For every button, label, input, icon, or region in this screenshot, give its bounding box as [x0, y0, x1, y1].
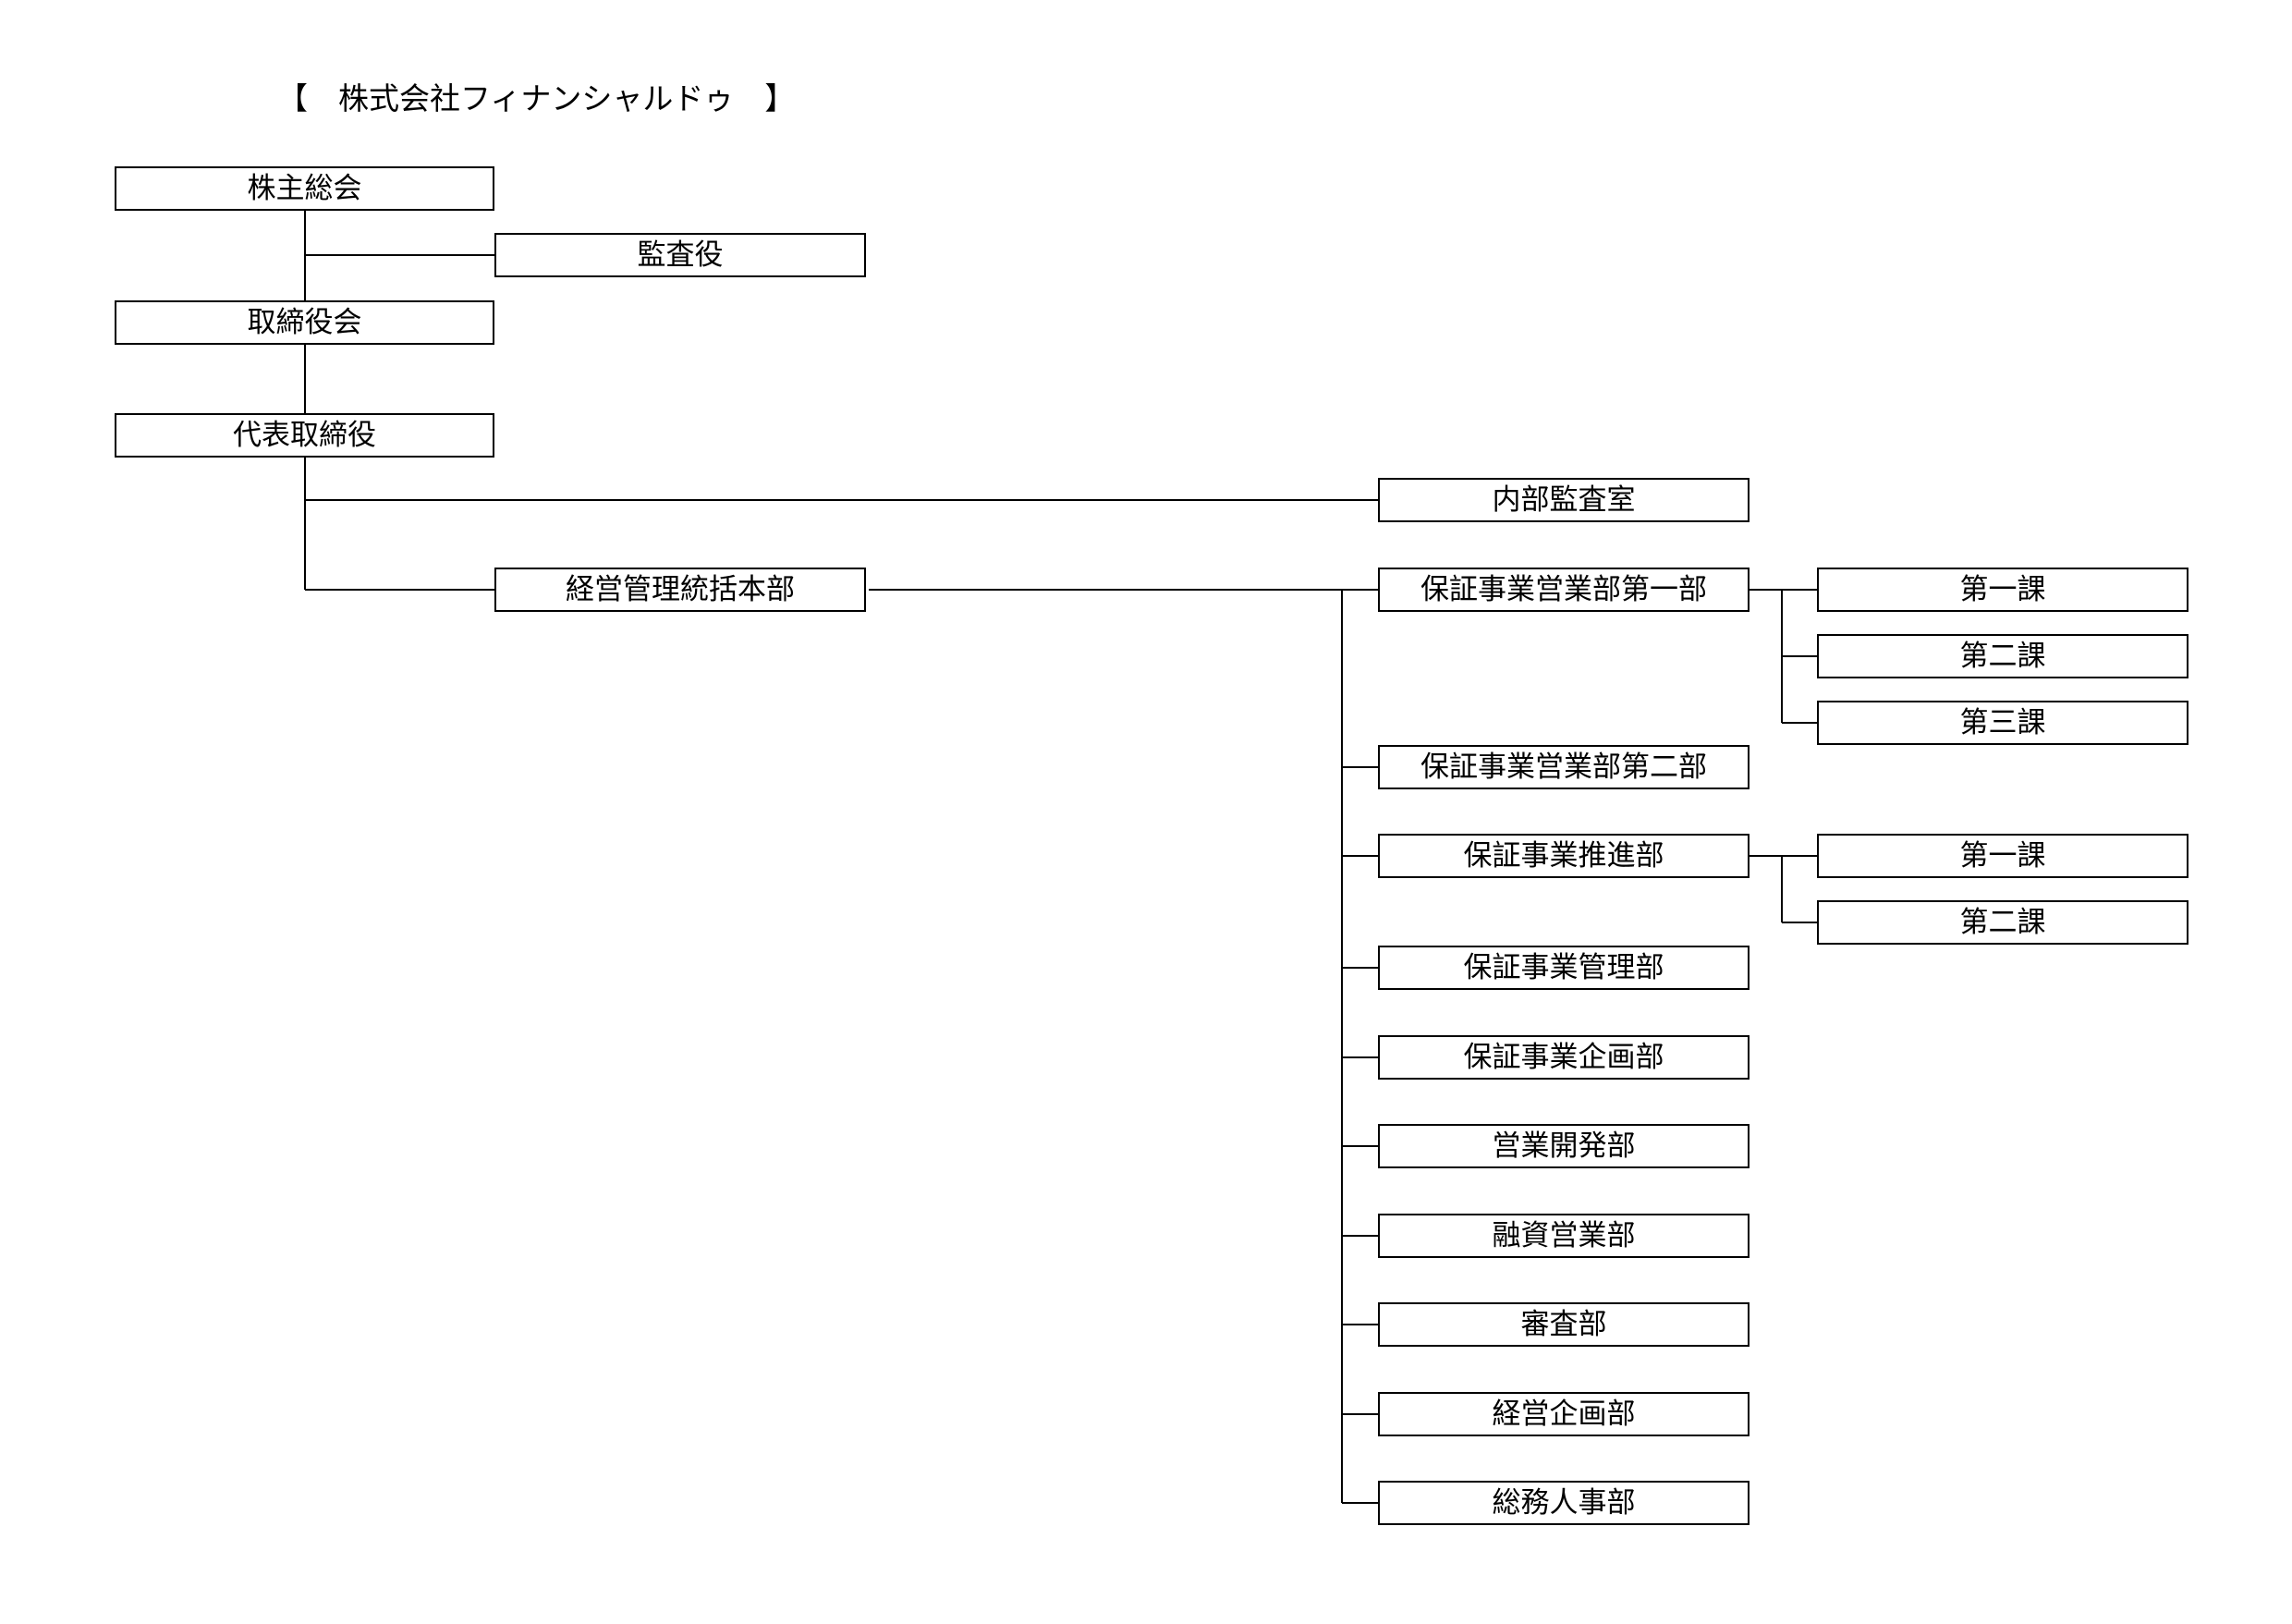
chart-title: 【 株式会社フィナンシャルドゥ 】 — [277, 80, 796, 116]
node-gp-section-1: 第一課 — [1817, 834, 2188, 878]
node-guarantee-management-dept: 保証事業管理部 — [1378, 946, 1749, 990]
node-g1-section-2: 第二課 — [1817, 634, 2188, 678]
node-guarantee-planning-dept: 保証事業企画部 — [1378, 1035, 1749, 1080]
node-management-hq: 経営管理統括本部 — [494, 568, 866, 612]
node-representative-director: 代表取締役 — [115, 413, 494, 458]
node-internal-audit-office: 内部監査室 — [1378, 478, 1749, 522]
node-business-development-dept: 営業開発部 — [1378, 1124, 1749, 1168]
node-guarantee-sales-dept-1: 保証事業営業部第一部 — [1378, 568, 1749, 612]
node-general-affairs-hr-dept: 総務人事部 — [1378, 1481, 1749, 1525]
node-board-of-directors: 取締役会 — [115, 300, 494, 345]
node-guarantee-promotion-dept: 保証事業推進部 — [1378, 834, 1749, 878]
node-guarantee-sales-dept-2: 保証事業営業部第二部 — [1378, 745, 1749, 789]
node-gp-section-2: 第二課 — [1817, 900, 2188, 945]
node-corporate-planning-dept: 経営企画部 — [1378, 1392, 1749, 1436]
node-g1-section-3: 第三課 — [1817, 701, 2188, 745]
node-g1-section-1: 第一課 — [1817, 568, 2188, 612]
node-screening-dept: 審査部 — [1378, 1302, 1749, 1347]
node-loan-sales-dept: 融資営業部 — [1378, 1214, 1749, 1258]
node-auditor: 監査役 — [494, 233, 866, 277]
node-shareholders-meeting: 株主総会 — [115, 166, 494, 211]
